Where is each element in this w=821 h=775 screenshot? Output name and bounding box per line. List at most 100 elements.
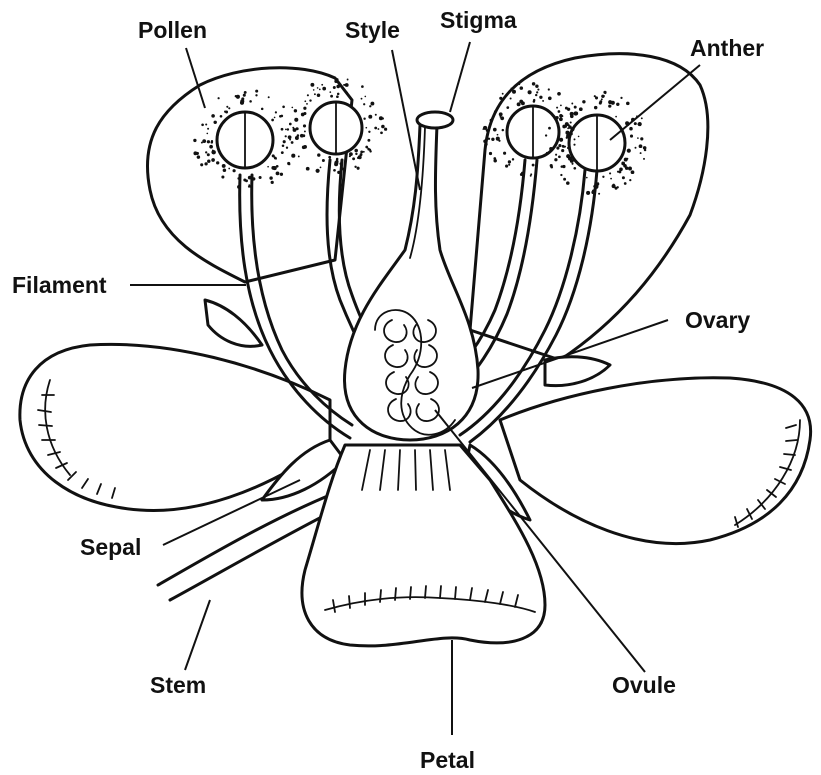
pollen-grain [349, 155, 351, 157]
pollen-grain [269, 176, 272, 179]
pollen-grain [554, 158, 557, 161]
pollen-grain [530, 175, 532, 177]
pollen-grain [610, 178, 612, 180]
pollen-grain [307, 94, 309, 96]
pollen-grain [363, 103, 365, 105]
pollen-grain [201, 123, 204, 126]
pollen-grain [252, 177, 255, 180]
pollen-grain [542, 100, 544, 102]
pollen-grain [285, 135, 287, 137]
pollen-grain [595, 96, 598, 99]
pollen-grain [494, 110, 497, 113]
petal-front [302, 445, 545, 646]
pollen-grain [330, 95, 333, 98]
pollen-grain [298, 155, 300, 157]
pollen-grain [630, 135, 633, 138]
pollen-grain [536, 91, 538, 93]
pollen-grain [502, 93, 504, 95]
pollen-grain [640, 137, 643, 140]
pollen-grain [597, 182, 599, 184]
pollen-grain [550, 164, 553, 167]
pollen-grain [619, 167, 623, 171]
pollen-grain [268, 96, 270, 98]
pollen-grain [304, 100, 306, 102]
pollen-grain [207, 140, 210, 143]
pollen-grain [363, 151, 365, 153]
label-pollen: Pollen [138, 17, 207, 43]
pollen-grain [213, 121, 216, 124]
pollen-grain [267, 166, 269, 168]
pollen-grain [628, 167, 632, 171]
pollen-grain [586, 177, 588, 179]
pollen-grain [233, 169, 236, 172]
pollen-grain [276, 165, 279, 168]
pollen-grain [205, 151, 207, 153]
pollen-grain [294, 118, 298, 122]
pollen-grain [271, 119, 274, 122]
pollen-grain [255, 90, 258, 93]
pollen-grain [197, 155, 200, 158]
pollen-grain [292, 127, 294, 129]
label-petal: Petal [420, 747, 475, 773]
pollen-grain [300, 134, 304, 138]
pollen-grain [211, 114, 215, 118]
pollen-grain [510, 87, 512, 89]
pollen-grain [237, 177, 239, 179]
pollen-grain [537, 89, 539, 91]
leader-stigma [450, 42, 470, 112]
pollen-grain [603, 95, 605, 97]
pollen-grain [520, 86, 524, 90]
pollen-grain [613, 184, 615, 186]
pollen-grain [223, 169, 227, 173]
pollen-grain [357, 167, 360, 170]
pollen-grain [573, 167, 576, 170]
pollen-grain [303, 107, 306, 110]
pollen-grain [535, 94, 537, 96]
pollen-grain [558, 110, 561, 113]
pollen-grain [283, 140, 286, 143]
pollen-grain [489, 152, 492, 155]
pollen-grain [566, 134, 570, 138]
pollen-grain [517, 102, 521, 106]
pollen-grain [604, 92, 606, 94]
pollen-grain [271, 181, 274, 184]
pollen-grain [571, 163, 573, 165]
pollen-grain [354, 149, 358, 153]
pollen-grain [558, 155, 561, 158]
pollen-grain [574, 138, 576, 140]
pollen-grain [574, 111, 578, 115]
pollen-grain [249, 185, 251, 187]
pollen-grain [532, 82, 535, 85]
pollen-grain [317, 87, 319, 89]
pollen-grain [241, 97, 244, 100]
label-style: Style [345, 17, 400, 43]
pollen-grain [352, 157, 355, 160]
pollen-grain [363, 117, 365, 119]
pollen-grain [512, 158, 514, 160]
pollen-grain [622, 176, 625, 179]
pollen-grain [289, 136, 291, 138]
pollen-grain [288, 163, 290, 165]
pollen-grain [502, 129, 504, 131]
pollen-grain [380, 131, 383, 134]
pollen-grain [369, 105, 371, 107]
pollen-grain [493, 157, 496, 160]
pollen-grain [222, 164, 226, 168]
pollen-grain [559, 138, 563, 142]
pollen-grain [548, 127, 551, 130]
pollen-grain [560, 174, 562, 176]
pollen-grain [570, 121, 572, 123]
pollen-grain [561, 165, 564, 168]
pollen-grain [377, 128, 379, 130]
label-sepal: Sepal [80, 534, 141, 560]
pollen-grain [255, 94, 257, 96]
pollen-grain [560, 105, 562, 107]
leader-stem [185, 600, 210, 670]
pollen-grain [573, 144, 575, 146]
pollen-grain [282, 106, 285, 109]
pollen-grain [228, 168, 230, 170]
pollen-grain [601, 98, 603, 100]
pollen-grain [486, 137, 489, 140]
pollen-grain [337, 160, 339, 162]
